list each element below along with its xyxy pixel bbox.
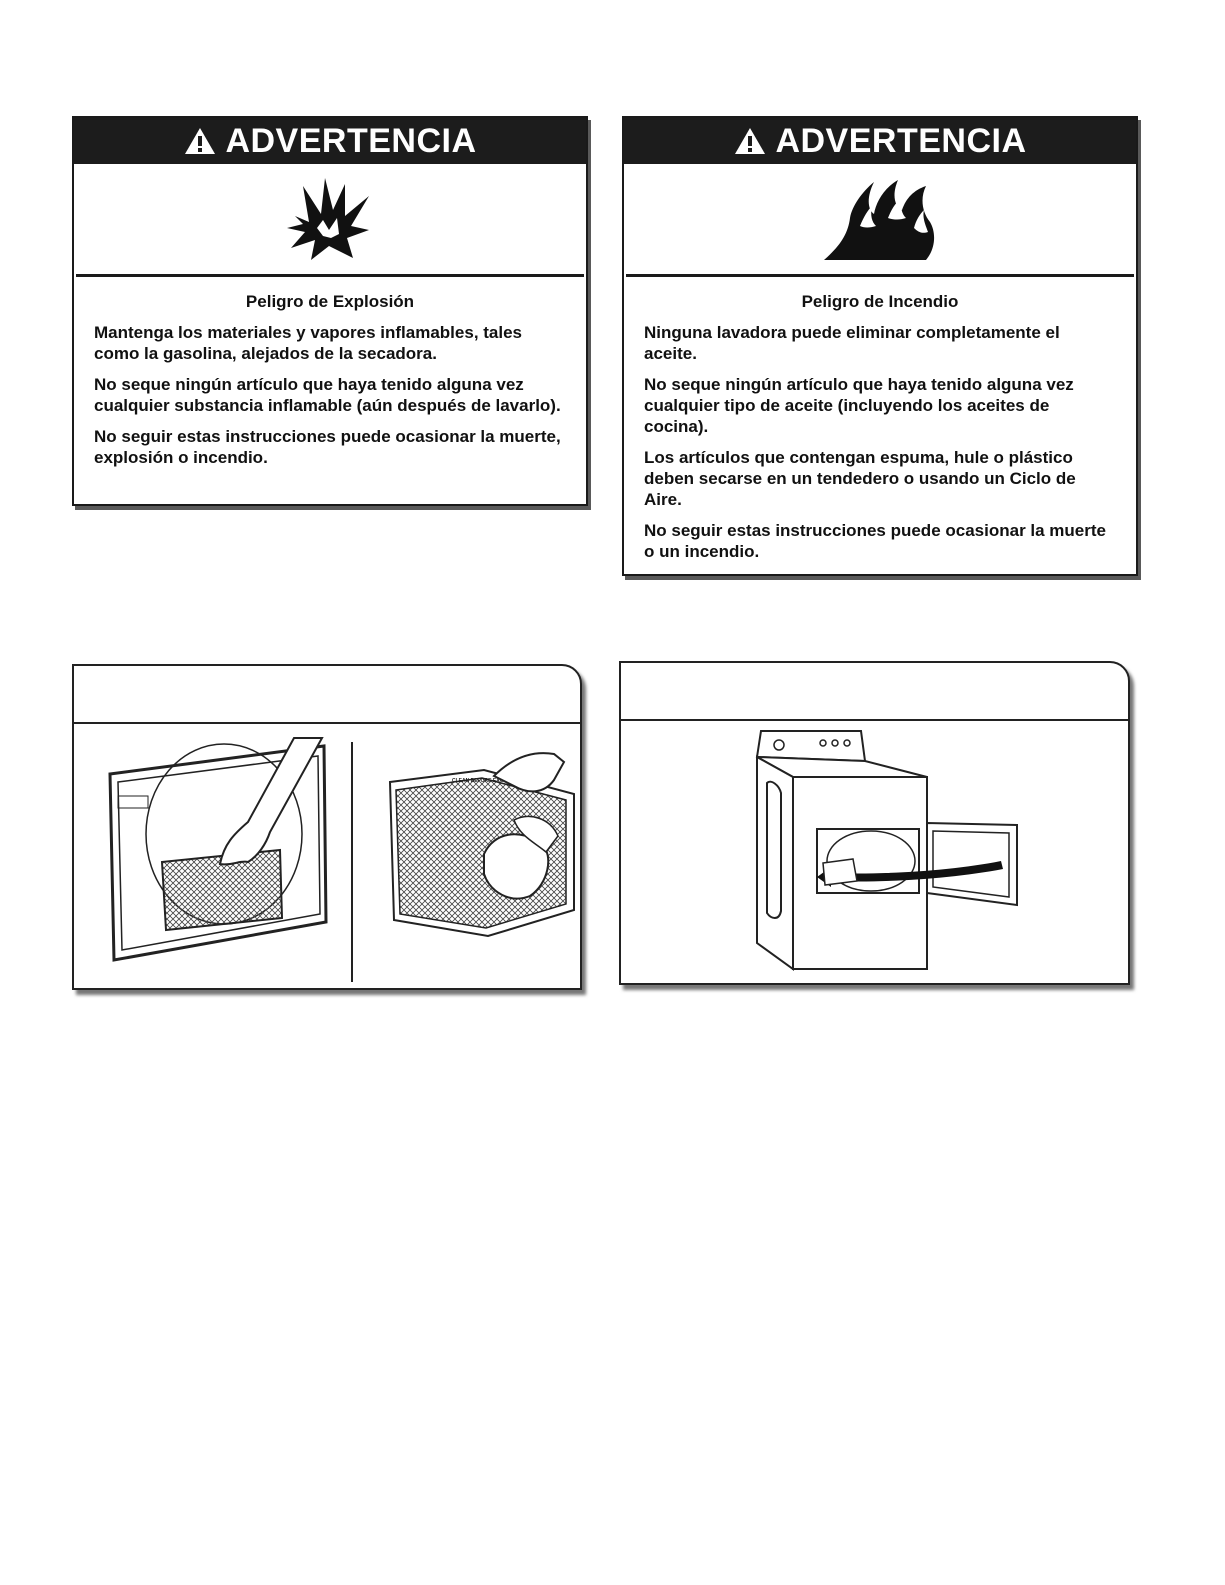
lint-filter-cleaning-illustration: CLEAN BEFORE EACH LOAD [74,724,580,988]
warning-triangle-icon [735,128,766,154]
warning-paragraph: No seguir estas instrucciones puede ocas… [644,521,1106,561]
lint-filter-label: CLEAN BEFORE EACH LOAD [452,778,523,784]
warning-box-explosion: ADVERTENCIA Peligro de Explosión Manteng… [72,116,588,506]
warning-paragraph: Ninguna lavadora puede eliminar completa… [644,323,1060,363]
warning-title: ADVERTENCIA [775,121,1027,160]
warning-paragraph: Los artículos que contengan espuma, hule… [644,448,1076,509]
warning-box-fire: ADVERTENCIA Peligro de Incendio Ninguna … [622,116,1138,576]
explosion-icon [287,178,369,260]
warning-body: Peligro de Incendio Ninguna lavadora pue… [624,277,1136,562]
warning-paragraph: Mantenga los materiales y vapores inflam… [94,323,523,363]
fire-icon [824,180,935,260]
warning-triangle-icon [185,128,216,154]
warning-body: Peligro de Explosión Mantenga los materi… [74,277,586,468]
hazard-symbol-area [76,164,584,277]
dryer-door-open-illustration [621,721,1128,983]
warning-subtitle: Peligro de Incendio [801,292,959,311]
lint-filter-panel: CLEAN BEFORE EACH LOAD [72,664,582,990]
panel-header [621,663,1128,721]
dryer-panel [619,661,1130,985]
warning-title: ADVERTENCIA [225,121,477,160]
hazard-symbol-area [626,164,1134,277]
warning-header: ADVERTENCIA [74,118,586,164]
warning-paragraph: No seque ningún artículo que haya tenido… [644,375,1074,436]
warning-paragraph: No seguir estas instrucciones puede ocas… [94,427,561,467]
warning-header: ADVERTENCIA [624,118,1136,164]
warning-subtitle: Peligro de Explosión [245,292,415,311]
panel-header [74,666,580,724]
warning-paragraph: No seque ningún artículo que haya tenido… [94,375,561,415]
